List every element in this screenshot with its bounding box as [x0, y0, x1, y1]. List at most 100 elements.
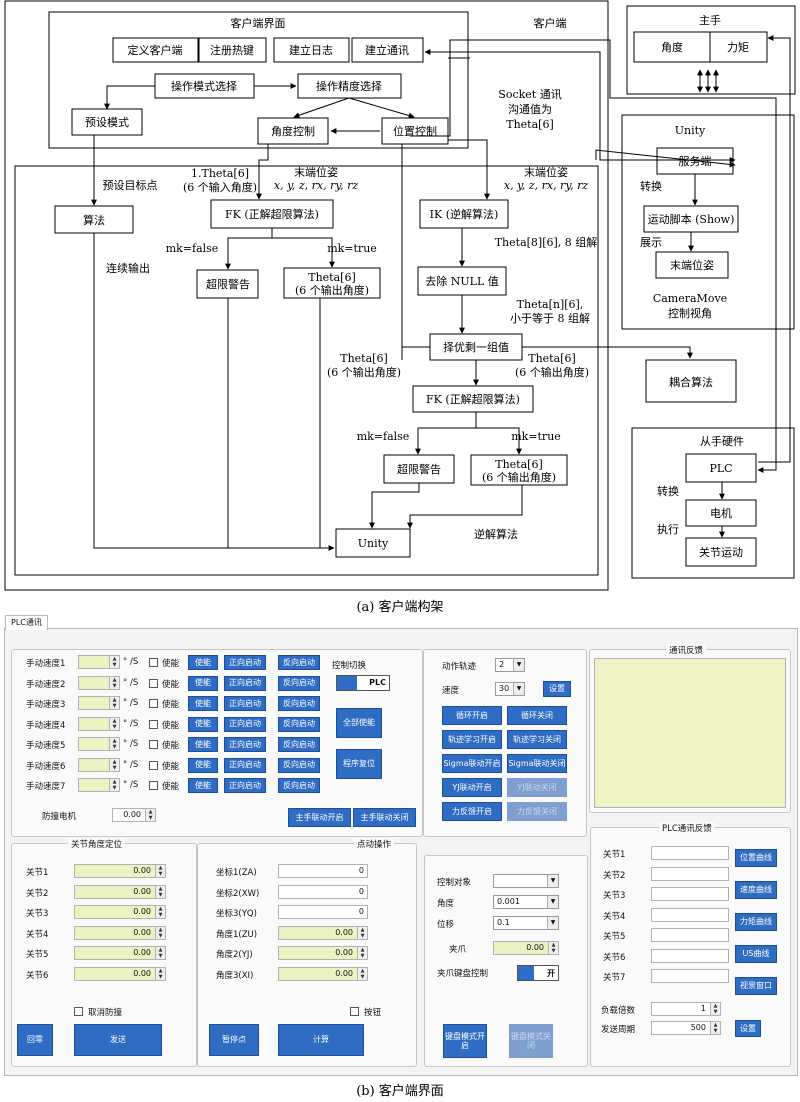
stepper-icon[interactable]: ▲▼: [155, 885, 165, 898]
send-period-field[interactable]: 500▲▼: [651, 1021, 721, 1035]
enable-button[interactable]: 使能: [188, 778, 218, 793]
sigma-on-button[interactable]: Sigma联动开启: [442, 754, 502, 773]
joint-angle-field[interactable]: 0.00▲▼: [74, 946, 166, 960]
joint-angle-field[interactable]: 0.00▲▼: [74, 966, 166, 981]
stepper-icon[interactable]: ▲▼: [357, 926, 367, 939]
action-track-select[interactable]: 2▼: [495, 658, 525, 672]
enable-button[interactable]: 使能: [188, 655, 218, 670]
stepper-icon[interactable]: ▲▼: [155, 926, 165, 939]
enable-checkbox[interactable]: [149, 678, 158, 688]
stepper-icon[interactable]: ▲▼: [109, 697, 119, 709]
position-curve-button[interactable]: 位置曲线: [735, 849, 777, 867]
force-off-button[interactable]: 力反馈关闭: [507, 802, 567, 821]
reverse-start-button[interactable]: 反向启动: [278, 675, 320, 691]
feedback-joint-field[interactable]: [651, 969, 729, 983]
manual-speed-field[interactable]: ▲▼: [78, 655, 120, 669]
reverse-start-button[interactable]: 反向启动: [278, 696, 320, 711]
stepper-icon[interactable]: ▲▼: [109, 738, 119, 750]
anti-collision-field[interactable]: 0.00▲▼: [112, 808, 156, 822]
stepper-icon[interactable]: ▲▼: [145, 809, 155, 821]
stepper-icon[interactable]: ▲▼: [155, 947, 165, 959]
reverse-start-button[interactable]: 反向启动: [278, 778, 320, 793]
joint-angle-field[interactable]: 0.00▲▼: [74, 884, 166, 899]
home-button[interactable]: 回零: [17, 1024, 53, 1056]
gripper-field[interactable]: 0.00▲▼: [493, 941, 559, 955]
learn-off-button[interactable]: 轨迹学习关闭: [507, 730, 567, 749]
coord-field[interactable]: 0: [278, 864, 368, 878]
stepper-icon[interactable]: ▲▼: [155, 967, 165, 980]
coord-field[interactable]: 0: [278, 905, 368, 919]
manual-speed-field[interactable]: ▲▼: [78, 757, 120, 772]
reverse-start-button[interactable]: 反向启动: [278, 655, 320, 670]
forward-start-button[interactable]: 正向启动: [224, 757, 266, 773]
manual-speed-field[interactable]: ▲▼: [78, 716, 120, 731]
forward-start-button[interactable]: 正向启动: [224, 675, 266, 691]
feedback-joint-field[interactable]: [651, 907, 729, 922]
stepper-icon[interactable]: ▲▼: [109, 676, 119, 689]
enable-checkbox[interactable]: [149, 658, 158, 667]
torque-curve-button[interactable]: 力矩曲线: [735, 913, 777, 931]
feedback-joint-field[interactable]: [651, 866, 729, 881]
forward-start-button[interactable]: 正向启动: [224, 716, 266, 732]
load-multiplier-field[interactable]: 1▲▼: [651, 1002, 721, 1016]
stepper-icon[interactable]: ▲▼: [109, 717, 119, 730]
comm-feedback-textarea[interactable]: [594, 658, 786, 808]
coord-field[interactable]: 0: [278, 884, 368, 899]
stepper-icon[interactable]: ▲▼: [109, 656, 119, 668]
plc-toggle[interactable]: PLC: [336, 675, 390, 691]
enable-checkbox[interactable]: [149, 719, 158, 729]
loop-off-button[interactable]: 循环关闭: [507, 706, 567, 725]
joint-angle-field[interactable]: 0.00▲▼: [74, 925, 166, 940]
manual-speed-field[interactable]: ▲▼: [78, 675, 120, 690]
stepper-icon[interactable]: ▲▼: [710, 1003, 720, 1015]
control-object-select[interactable]: ▼: [493, 874, 559, 888]
forward-start-button[interactable]: 正向启动: [224, 655, 266, 670]
angle-select[interactable]: 0.001▼: [493, 895, 559, 909]
enable-button[interactable]: 使能: [188, 675, 218, 691]
us-curve-button[interactable]: US曲线: [735, 945, 777, 963]
stepper-icon[interactable]: ▲▼: [109, 758, 119, 771]
angle-field[interactable]: 0.00▲▼: [278, 946, 368, 960]
stepper-icon[interactable]: ▲▼: [155, 906, 165, 918]
reverse-start-button[interactable]: 反向启动: [278, 737, 320, 752]
feedback-joint-field[interactable]: [651, 928, 729, 942]
sigma-off-button[interactable]: Sigma联动关闭: [507, 754, 567, 773]
manual-speed-field[interactable]: ▲▼: [78, 737, 120, 751]
loop-on-button[interactable]: 循环开启: [442, 706, 502, 725]
calculate-button[interactable]: 计算: [278, 1024, 364, 1056]
manual-speed-field[interactable]: ▲▼: [78, 696, 120, 710]
feedback-joint-field[interactable]: [651, 846, 729, 860]
stepper-icon[interactable]: ▲▼: [710, 1022, 720, 1034]
stepper-icon[interactable]: ▲▼: [548, 942, 558, 954]
stepper-icon[interactable]: ▲▼: [155, 865, 165, 877]
stepper-icon[interactable]: ▲▼: [357, 967, 367, 980]
reverse-start-button[interactable]: 反向启动: [278, 757, 320, 773]
joint-angle-field[interactable]: 0.00▲▼: [74, 905, 166, 919]
reverse-start-button[interactable]: 反向启动: [278, 716, 320, 732]
program-reset-button[interactable]: 程序复位: [336, 749, 382, 779]
plc-settings-button[interactable]: 设置: [735, 1020, 761, 1037]
yj-on-button[interactable]: YJ联动开启: [442, 778, 502, 797]
all-enable-button[interactable]: 全部使能: [336, 708, 382, 738]
tab-plc-comm[interactable]: PLC通讯: [5, 615, 48, 630]
cancel-anti-checkbox[interactable]: [74, 1007, 83, 1016]
angle-field[interactable]: 0.00▲▼: [278, 925, 368, 940]
forward-start-button[interactable]: 正向启动: [224, 737, 266, 752]
forward-start-button[interactable]: 正向启动: [224, 778, 266, 793]
view-window-button[interactable]: 视景窗口: [735, 977, 777, 995]
stepper-icon[interactable]: ▲▼: [357, 947, 367, 959]
master-link-off-button[interactable]: 主手联动关闭: [353, 808, 416, 827]
enable-button[interactable]: 使能: [188, 716, 218, 732]
displacement-select[interactable]: 0.1▼: [493, 916, 559, 930]
keyboard-off-button[interactable]: 键盘模式关闭: [509, 1024, 553, 1058]
yj-off-button[interactable]: YJ联动关闭: [507, 778, 567, 797]
send-button[interactable]: 发送: [74, 1024, 162, 1056]
enable-checkbox[interactable]: [149, 740, 158, 749]
enable-checkbox[interactable]: [149, 699, 158, 708]
feedback-joint-field[interactable]: [651, 887, 729, 901]
button-checkbox[interactable]: [350, 1007, 359, 1016]
learn-on-button[interactable]: 轨迹学习开启: [442, 730, 502, 749]
feedback-joint-field[interactable]: [651, 948, 729, 963]
manual-speed-field[interactable]: ▲▼: [78, 778, 120, 792]
speed-set-button[interactable]: 设置: [543, 681, 571, 697]
